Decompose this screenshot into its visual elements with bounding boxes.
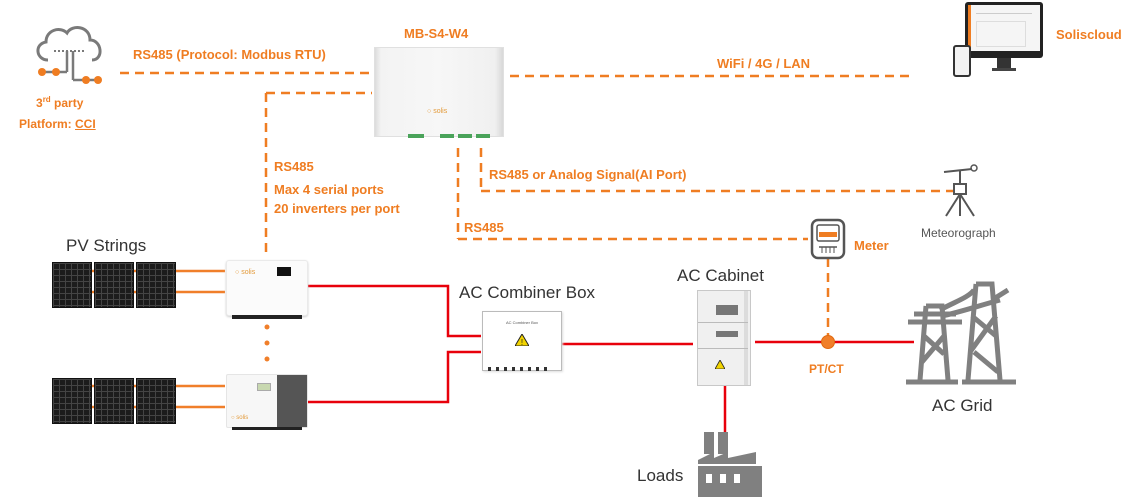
factory-icon xyxy=(698,432,762,497)
solis-logo: ○ solis xyxy=(427,108,448,115)
cabinet-window xyxy=(716,305,738,315)
terminal-block xyxy=(408,134,424,138)
inverter-2: ○ solis xyxy=(226,374,308,428)
loads-label: Loads xyxy=(637,466,684,485)
ac-cabinet xyxy=(697,290,751,386)
pv-panel xyxy=(52,378,92,424)
cable-glands xyxy=(488,367,552,371)
inverter-base xyxy=(232,315,302,319)
combiner-inner-label: AC Combiner Box xyxy=(505,320,538,325)
terminal-block xyxy=(440,134,454,138)
platform-label: Platform: CCI xyxy=(19,117,96,131)
cci-link[interactable]: CCI xyxy=(75,117,96,131)
meter-icon xyxy=(810,218,846,260)
rs485-inverter-label: RS485 xyxy=(274,159,314,174)
solis-logo: ○ solis xyxy=(235,269,256,276)
warning-icon xyxy=(715,360,725,369)
ac-combiner-box: AC Combiner Box ! xyxy=(482,311,562,371)
inverters-per-port-label: 20 inverters per port xyxy=(274,201,400,216)
pv-strings-label: PV Strings xyxy=(66,236,147,255)
meteorograph-label: Meteorograph xyxy=(921,226,996,240)
ac-combiner-label: AC Combiner Box xyxy=(459,283,596,302)
inverter-base xyxy=(232,427,302,430)
max-ports-label: Max 4 serial ports xyxy=(274,182,384,197)
wifi-label: WiFi / 4G / LAN xyxy=(717,56,811,71)
ac-line-inverter2 xyxy=(308,350,481,404)
pt-ct-label: PT/CT xyxy=(809,362,844,376)
pv-panel xyxy=(136,262,176,308)
soliscloud-monitor-icon xyxy=(953,2,1043,77)
modbus-label: RS485 (Protocol: Modbus RTU) xyxy=(133,47,326,62)
terminal-block xyxy=(458,134,472,138)
meter-label: Meter xyxy=(854,238,889,253)
svg-text:!: ! xyxy=(521,338,523,346)
third-party-label: 3rd party xyxy=(36,95,84,110)
rs485-analog-label: RS485 or Analog Signal(AI Port) xyxy=(489,167,687,182)
pv-panel xyxy=(52,262,92,308)
ac-cabinet-label: AC Cabinet xyxy=(677,266,764,285)
warning-icon: ! xyxy=(515,334,529,346)
phone-icon xyxy=(953,45,971,77)
pt-ct-node xyxy=(821,335,835,349)
cabinet-window xyxy=(716,331,738,337)
soliscloud-label: Soliscloud xyxy=(1056,27,1122,42)
inverter-display xyxy=(277,267,291,276)
solis-logo: ○ solis xyxy=(231,415,249,421)
rs485-meter-label: RS485 xyxy=(464,220,504,235)
third-party-platform xyxy=(30,20,110,90)
datalogger-title: MB-S4-W4 xyxy=(404,26,469,41)
ac-line-inverter1 xyxy=(308,284,481,338)
inverter-1: ○ solis xyxy=(226,260,308,316)
pv-panel xyxy=(136,378,176,424)
terminal-block xyxy=(476,134,490,138)
meteorograph-icon xyxy=(943,164,978,217)
cloud-network-icon xyxy=(36,26,102,84)
pv-panel xyxy=(94,262,134,308)
inverter-display xyxy=(257,383,271,391)
transmission-tower-icon xyxy=(906,281,1016,385)
datalogger-device: ○ solis xyxy=(374,47,504,137)
pv-panel xyxy=(94,378,134,424)
ac-grid-label: AC Grid xyxy=(932,396,993,415)
